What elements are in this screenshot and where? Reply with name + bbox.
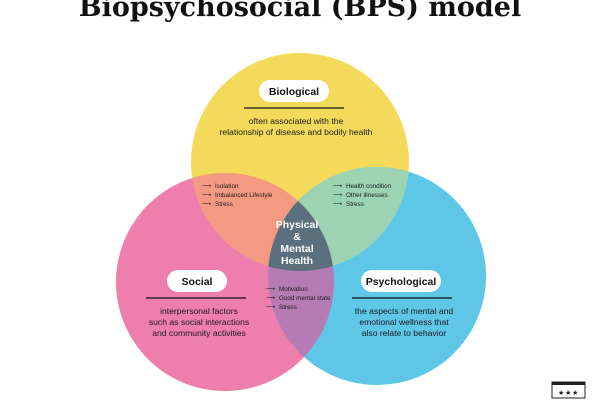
arrow-icon: ⟶ [333,183,342,190]
social-description-3: and community activities [152,328,246,338]
bio-social-list: ⟶ Isolation ⟶ Imbalanced Lifestyle ⟶ Str… [202,183,273,208]
center-line-1: Physical [276,219,319,231]
bio-psych-item: Health condition [346,183,392,190]
biological-description-2: relationship of disease and bodily healt… [220,127,373,137]
psychological-description-2: emotional wellness that [359,317,449,327]
svg-text:★: ★ [558,389,564,397]
list-item: ⟶ Stress [202,201,233,208]
bio-psych-item: Stress [346,201,364,208]
list-item: ⟶ Stress [266,304,297,311]
social-description-2: such as social interactions [149,317,249,327]
list-item: ⟶ Stress [333,201,364,208]
bio-psych-list: ⟶ Health condition ⟶ Other illnesses ⟶ S… [333,183,392,208]
svg-text:★: ★ [572,389,578,397]
psychological-label-pill: Psychological [361,270,441,292]
arrow-icon: ⟶ [333,201,342,208]
social-description-1: interpersonal factors [160,306,238,316]
center-line-3: Mental [280,243,313,255]
social-label: Social [182,276,213,288]
bio-psych-item: Other illnesses [346,192,388,199]
page-title: Biopsychosocial (BPS) model [79,0,521,23]
center-label: Physical & Mental Health [276,219,319,267]
biological-label: Biological [269,86,319,98]
arrow-icon: ⟶ [202,192,211,199]
social-psych-list: ⟶ Motivation ⟶ Good mental state ⟶ Stres… [266,286,331,311]
list-item: ⟶ Motivation [266,286,308,293]
bio-psych-overlap [268,167,409,271]
list-item: ⟶ Imbalanced Lifestyle [202,192,273,199]
biological-description-1: often associated with the [249,116,344,126]
center-line-4: Health [281,255,313,267]
list-item: ⟶ Health condition [333,183,392,190]
arrow-icon: ⟶ [333,192,342,199]
list-item: ⟶ Isolation [202,183,239,190]
psychological-description-1: the aspects of mental and [355,306,454,316]
psychological-label: Psychological [366,276,437,288]
arrow-icon: ⟶ [266,295,275,302]
arrow-icon: ⟶ [266,304,275,311]
flag-logo-icon: ★ ★ ★ [551,381,586,399]
bio-social-item: Imbalanced Lifestyle [215,192,273,199]
arrow-icon: ⟶ [202,183,211,190]
social-label-pill: Social [167,270,227,292]
arrow-icon: ⟶ [202,201,211,208]
svg-text:★: ★ [565,389,571,397]
bio-social-item: Stress [215,201,233,208]
list-item: ⟶ Other illnesses [333,192,388,199]
social-psych-item: Stress [279,304,297,311]
center-line-2: & [293,231,301,243]
social-psych-item: Motivation [279,286,308,293]
psychological-description-3: also relate to behavior [362,328,447,338]
list-item: ⟶ Good mental state [266,295,331,302]
bio-social-item: Isolation [215,183,239,190]
arrow-icon: ⟶ [266,286,275,293]
biological-label-pill: Biological [259,80,329,102]
social-psych-item: Good mental state [279,295,331,302]
